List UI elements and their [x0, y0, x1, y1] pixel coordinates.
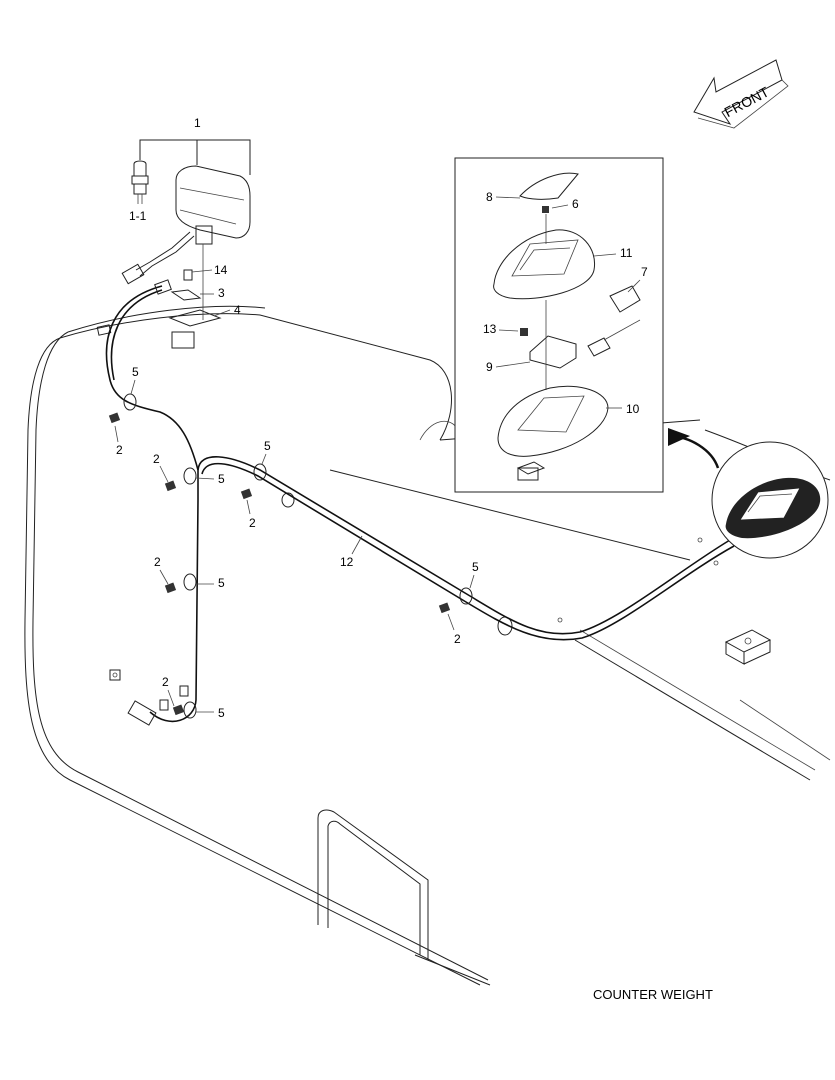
front-arrow-icon: FRONT — [693, 59, 789, 129]
callout-4: 4 — [234, 303, 241, 317]
wiring-harness — [105, 279, 735, 726]
beacon-exploded-view — [454, 157, 664, 493]
callout-2b: 2 — [153, 452, 160, 466]
callout-10: 10 — [626, 402, 640, 416]
callout-8: 8 — [486, 190, 493, 204]
work-lamp-icon — [121, 165, 251, 285]
callout-2f: 2 — [454, 632, 461, 646]
clamps — [123, 393, 473, 719]
callout-2d: 2 — [154, 555, 161, 569]
callout-1-1: 1-1 — [129, 209, 147, 223]
counter-weight-caption: COUNTER WEIGHT — [593, 987, 713, 1002]
callout-14: 14 — [214, 263, 228, 277]
callout-1: 1 — [194, 116, 201, 130]
callout-labels: 1 1-1 14 3 4 5 2 2 5 5 2 2 5 2 5 12 5 2 — [114, 116, 648, 720]
callout-5e: 5 — [218, 706, 225, 720]
callout-9: 9 — [486, 360, 493, 374]
lamp-bracket — [168, 244, 222, 349]
bolts — [108, 412, 451, 716]
callout-5b: 5 — [218, 472, 225, 486]
callout-13: 13 — [483, 322, 497, 336]
callout-6: 6 — [572, 197, 579, 211]
callout-2c: 2 — [249, 516, 256, 530]
front-label: FRONT — [722, 83, 772, 120]
callout-5f: 5 — [472, 560, 479, 574]
counterweight-body — [24, 305, 831, 986]
callout-5c: 5 — [264, 439, 271, 453]
callout-2a: 2 — [116, 443, 123, 457]
callout-5d: 5 — [218, 576, 225, 590]
bulb-icon — [131, 160, 149, 204]
beacon-lamp-icon — [711, 441, 829, 559]
callout-2e: 2 — [162, 675, 169, 689]
callout-7: 7 — [641, 265, 648, 279]
callout-3: 3 — [218, 286, 225, 300]
callout-5a: 5 — [132, 365, 139, 379]
callout-11: 11 — [620, 246, 633, 260]
callout-12: 12 — [340, 555, 354, 569]
